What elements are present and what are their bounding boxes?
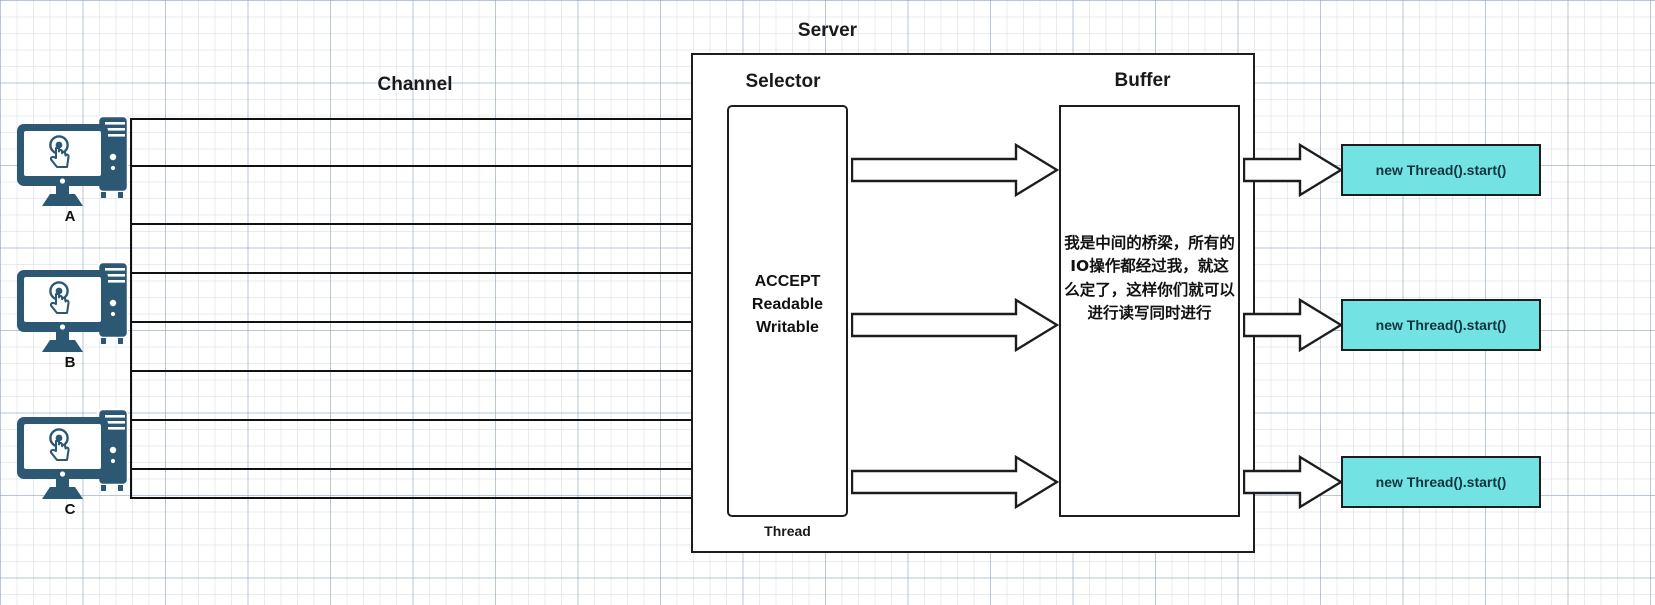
desktop-computer-icon (17, 407, 130, 499)
desktop-computer-icon (17, 114, 130, 206)
channel-line (130, 468, 691, 470)
channel-line (130, 223, 691, 225)
channel-left-edge (130, 118, 132, 498)
channel-lines (130, 118, 691, 499)
thread-box-1[interactable]: new Thread().start() (1341, 144, 1541, 196)
client-b-label: B (64, 354, 76, 371)
buffer-box (1059, 105, 1240, 517)
selector-thread-label: Thread (764, 523, 811, 539)
thread-box-3[interactable]: new Thread().start() (1341, 456, 1541, 508)
selector-modes: ACCEPT Readable Writable (727, 270, 848, 340)
desktop-computer-icon (17, 260, 130, 352)
arrow-buffer-to-thread-3 (1243, 455, 1343, 509)
channel-line (130, 497, 691, 499)
channel-line (130, 118, 691, 120)
selector-mode-readable: Readable (751, 296, 824, 314)
client-c-icon-group (12, 405, 130, 505)
client-a-label: A (64, 208, 76, 225)
channel-line (130, 321, 691, 323)
buffer-title: Buffer (1114, 70, 1171, 91)
selector-mode-writable: Writable (756, 319, 819, 337)
client-b-icon-group (12, 258, 130, 358)
arrow-selector-to-buffer-1 (851, 143, 1059, 197)
selector-title: Selector (745, 71, 821, 92)
arrow-buffer-to-thread-2 (1243, 298, 1343, 352)
channel-title: Channel (377, 74, 453, 95)
channel-line (130, 165, 691, 167)
arrow-selector-to-buffer-2 (851, 298, 1059, 352)
buffer-note: 我是中间的桥梁，所有的IO操作都经过我，就这么定了，这样你们就可以进行读写同时进… (1064, 234, 1235, 322)
channel-line (130, 272, 691, 274)
arrow-buffer-to-thread-1 (1243, 143, 1343, 197)
client-a-icon-group (12, 112, 130, 212)
arrow-selector-to-buffer-3 (851, 455, 1059, 509)
page-title: Server (797, 20, 858, 41)
channel-line (130, 370, 691, 372)
selector-mode-accept: ACCEPT (754, 273, 821, 290)
selector-box (727, 105, 848, 517)
client-c-label: C (64, 501, 76, 518)
thread-box-2[interactable]: new Thread().start() (1341, 299, 1541, 351)
channel-line (130, 419, 691, 421)
